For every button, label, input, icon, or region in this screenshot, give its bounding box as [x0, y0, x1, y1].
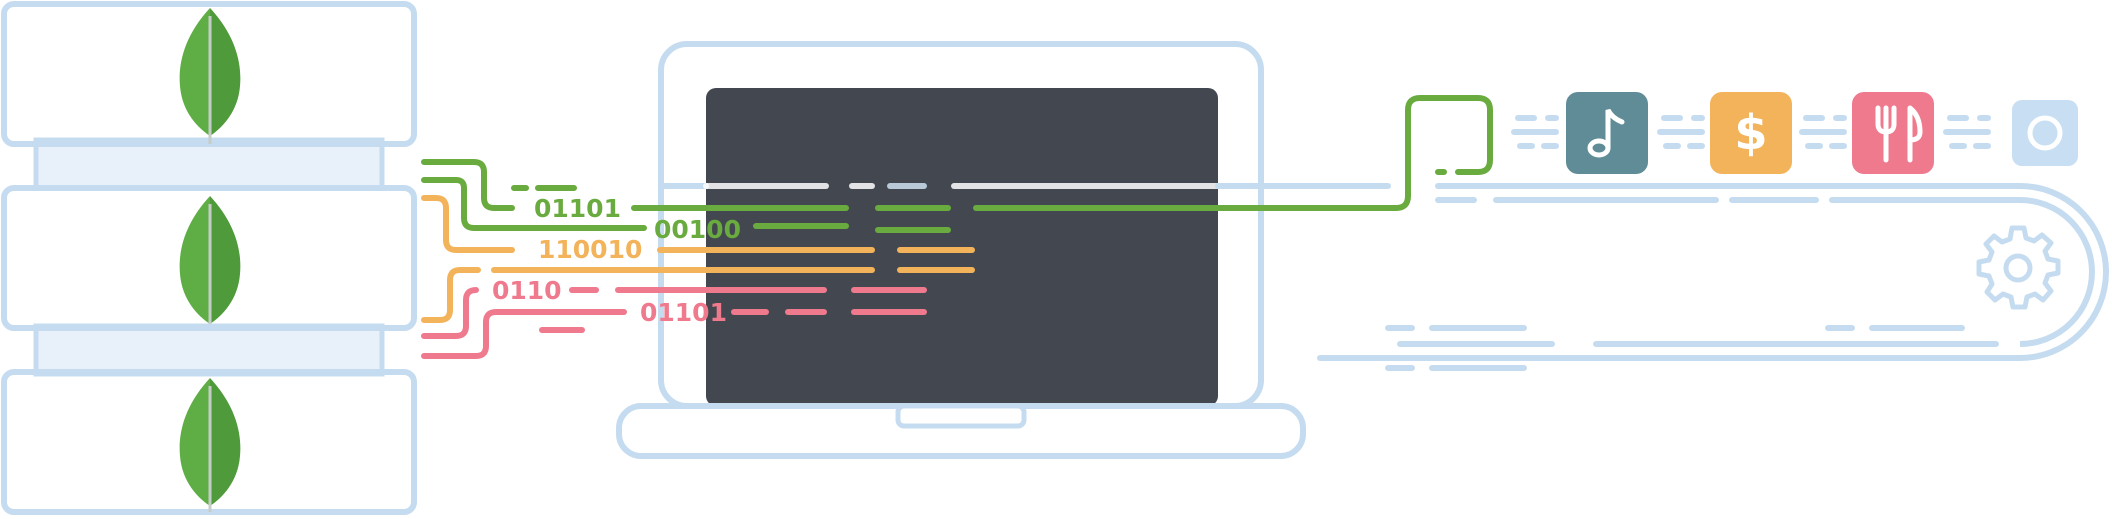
tile-connector	[1511, 115, 1559, 149]
pink-data-stream: 0110 01101	[421, 276, 927, 359]
green-wire	[421, 159, 515, 211]
orange-wire	[421, 195, 515, 253]
app-pipeline: $	[1317, 92, 2109, 371]
tile-connector	[1943, 115, 1991, 149]
binary-label-pink-2: 01101	[640, 298, 727, 327]
green-data-stream: 01101 00100	[421, 95, 1493, 244]
camera-app-tile	[2012, 100, 2078, 166]
music-app-tile	[1566, 92, 1648, 174]
dollar-icon: $	[1734, 105, 1767, 161]
server-unit-2	[1, 185, 417, 331]
binary-label-green-1: 01101	[534, 194, 621, 223]
tile-connector	[1657, 115, 1705, 149]
pipeline-loop-inner	[2019, 197, 2095, 347]
server-stack	[1, 1, 417, 515]
binary-label-pink-1: 0110	[492, 276, 562, 305]
green-wire	[421, 177, 647, 231]
laptop-trackpad-notch	[895, 403, 1027, 429]
tile-connector	[1799, 115, 1847, 149]
food-app-tile	[1852, 92, 1934, 174]
fork-knife-icon	[1875, 105, 1923, 163]
music-note-icon	[1587, 108, 1625, 158]
dollar-app-tile: $	[1710, 92, 1792, 174]
mongodb-leaf-icon	[179, 196, 241, 324]
server-connector	[33, 323, 385, 377]
pipeline-loop-outer	[2019, 183, 2109, 361]
server-connector	[33, 137, 385, 191]
mongodb-leaf-icon	[179, 8, 241, 144]
binary-label-green-2: 00100	[654, 215, 741, 244]
orange-data-stream: 110010	[421, 195, 975, 323]
binary-label-orange-1: 110010	[538, 235, 642, 264]
orange-wire	[421, 267, 481, 323]
green-output-wire	[973, 95, 1493, 211]
gear-icon	[1976, 225, 2061, 310]
camera-icon	[2027, 115, 2063, 151]
pink-wire	[421, 309, 627, 359]
mongodb-leaf-icon	[179, 378, 241, 512]
pink-wire	[421, 287, 479, 339]
